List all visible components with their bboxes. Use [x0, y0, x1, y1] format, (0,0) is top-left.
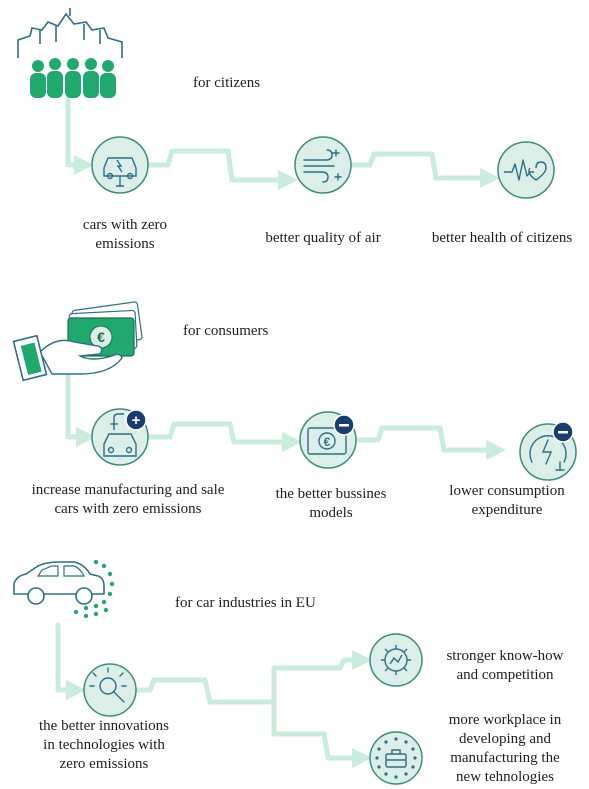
label-consumers-node3: lower consumption expenditure	[432, 482, 582, 520]
energy-gauge-minus-icon	[529, 435, 567, 471]
gear-chart-icon	[381, 645, 411, 675]
label-line: expenditure	[471, 502, 543, 518]
label-line: increase manufacturing and sale	[31, 482, 225, 498]
car-eu-stars-icon	[13, 559, 115, 619]
node-citizens-3	[497, 141, 555, 199]
electric-car-plug-icon	[103, 157, 137, 187]
briefcase-stars-icon	[385, 749, 407, 768]
connector-node1-to-node2	[147, 148, 298, 190]
car-fuel-plus-icon	[103, 413, 137, 457]
label-line: and competition	[456, 667, 554, 683]
label-line: in technologies with	[43, 737, 165, 753]
label-line: models	[309, 505, 353, 521]
connector-industries-to-node1	[55, 622, 86, 700]
node-industries-2	[369, 633, 423, 687]
label-industries-node2: stronger know-how and competition	[430, 647, 580, 685]
label-line: emissions	[95, 236, 155, 252]
label-line: new tehnologies	[456, 769, 554, 785]
citizens-city-icon	[17, 8, 123, 98]
heading-industries: for car industries in EU	[175, 595, 316, 611]
connector-branch-to-node2	[271, 650, 372, 705]
section-industries-connectors	[55, 622, 372, 768]
connector-node2-to-node3	[355, 425, 506, 460]
section-citizens-connectors	[65, 95, 500, 190]
label-line: zero emissions	[59, 756, 149, 772]
node-citizens-2	[294, 136, 352, 194]
label-citizens-node2: better quality of air	[238, 229, 408, 248]
node-citizens-1	[91, 136, 149, 194]
euro-banknote-minus-icon	[307, 427, 347, 455]
label-line: manufacturing the	[450, 750, 560, 766]
heading-consumers: for consumers	[183, 323, 269, 339]
node-consumers-1: +	[91, 408, 149, 466]
wind-air-icon	[303, 149, 342, 183]
connector-branch-to-node3	[271, 699, 372, 768]
plus-badge-icon	[125, 409, 147, 431]
label-consumers-node1: increase manufacturing and sale cars wit…	[2, 481, 254, 519]
lightbulb-idea-icon	[89, 667, 127, 703]
connector-citizens-to-node1	[65, 95, 94, 175]
label-citizens-node1: cars with zero emissions	[70, 216, 180, 254]
label-industries-node3: more workplace in developing and manufac…	[430, 711, 580, 787]
node-consumers-3	[519, 421, 577, 481]
label-citizens-node3: better health of citizens	[418, 229, 586, 248]
label-line: stronger know-how	[446, 648, 564, 664]
node-industries-3	[369, 731, 423, 785]
label-consumers-node2: the better bussines models	[256, 485, 406, 523]
label-line: better quality of air	[265, 230, 381, 246]
label-line: the better innovations	[39, 718, 169, 734]
hand-money-euro-icon: €	[12, 301, 143, 382]
label-line: more workplace in	[448, 712, 562, 728]
label-industries-node1: the better innovations in technologies w…	[14, 717, 194, 774]
label-line: cars with zero	[82, 217, 168, 233]
section-consumers-connectors	[65, 357, 506, 460]
label-line: cars with zero emissions	[54, 501, 202, 517]
connector-node1-to-branch	[135, 677, 277, 705]
svg-text:€: €	[97, 329, 105, 345]
heading-citizens: for citizens	[193, 75, 261, 91]
node-consumers-2: €	[299, 411, 357, 469]
connector-node2-to-node3	[349, 151, 500, 188]
connector-consumers-to-node1	[65, 357, 96, 447]
label-line: lower consumption	[449, 483, 565, 499]
connector-node1-to-node2	[147, 421, 302, 452]
svg-text:€: €	[324, 435, 331, 449]
svg-text:+: +	[132, 412, 141, 429]
label-line: developing and	[458, 731, 552, 747]
node-industries-1	[83, 663, 137, 717]
heartbeat-icon	[504, 159, 547, 181]
label-line: the better bussines	[275, 486, 387, 502]
label-line: better health of citizens	[431, 230, 573, 246]
